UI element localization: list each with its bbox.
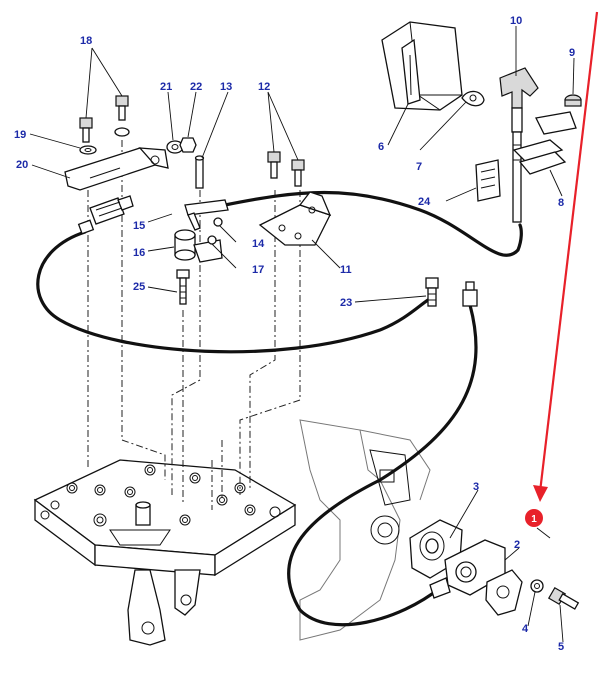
clip-7	[461, 90, 485, 107]
bracket-20	[64, 147, 169, 191]
valve-block	[33, 459, 297, 646]
label-4: 4	[522, 623, 529, 635]
label-9: 9	[569, 47, 575, 59]
label-18: 18	[80, 35, 92, 47]
label-17: 17	[252, 264, 264, 276]
cables	[36, 190, 523, 627]
sensor-assembly	[409, 519, 580, 616]
label-5: 5	[558, 641, 564, 653]
highlight-badge: 1	[525, 509, 551, 539]
label-10: 10	[510, 15, 522, 27]
label-25: 25	[133, 281, 145, 293]
decal-24	[475, 159, 501, 202]
label-15: 15	[133, 220, 145, 232]
label-6: 6	[378, 141, 384, 153]
label-12: 12	[258, 81, 270, 93]
label-20: 20	[16, 159, 28, 171]
label-8: 8	[558, 197, 564, 209]
label-3: 3	[473, 481, 479, 493]
label-2: 2	[514, 539, 520, 551]
label-14: 14	[252, 238, 265, 250]
washers-21-22	[166, 137, 197, 154]
knob-9	[564, 94, 582, 107]
label-16: 16	[133, 247, 145, 259]
label-7: 7	[416, 161, 422, 173]
cover-6	[381, 21, 463, 111]
label-1: 1	[531, 514, 537, 525]
linkage-parts	[174, 155, 229, 305]
plate-8	[512, 111, 577, 175]
highlight-arrow	[533, 11, 599, 502]
alignment-lines	[87, 140, 301, 510]
bracket-11	[258, 151, 332, 246]
leader-lines	[29, 26, 575, 643]
label-19: 19	[14, 129, 26, 141]
label-21: 21	[160, 81, 172, 93]
lever-10	[499, 67, 539, 223]
label-24: 24	[418, 196, 431, 208]
part-labels: 18 21 22 13 12 19 20 15 16 14 17 25 11 2…	[14, 15, 575, 653]
label-22: 22	[190, 81, 202, 93]
label-11: 11	[340, 264, 352, 276]
sensor-15	[77, 195, 134, 235]
label-13: 13	[220, 81, 232, 93]
badge-circle	[525, 509, 543, 527]
bolts-18	[79, 95, 130, 155]
label-23: 23	[340, 297, 352, 309]
sensor-23	[425, 277, 478, 307]
